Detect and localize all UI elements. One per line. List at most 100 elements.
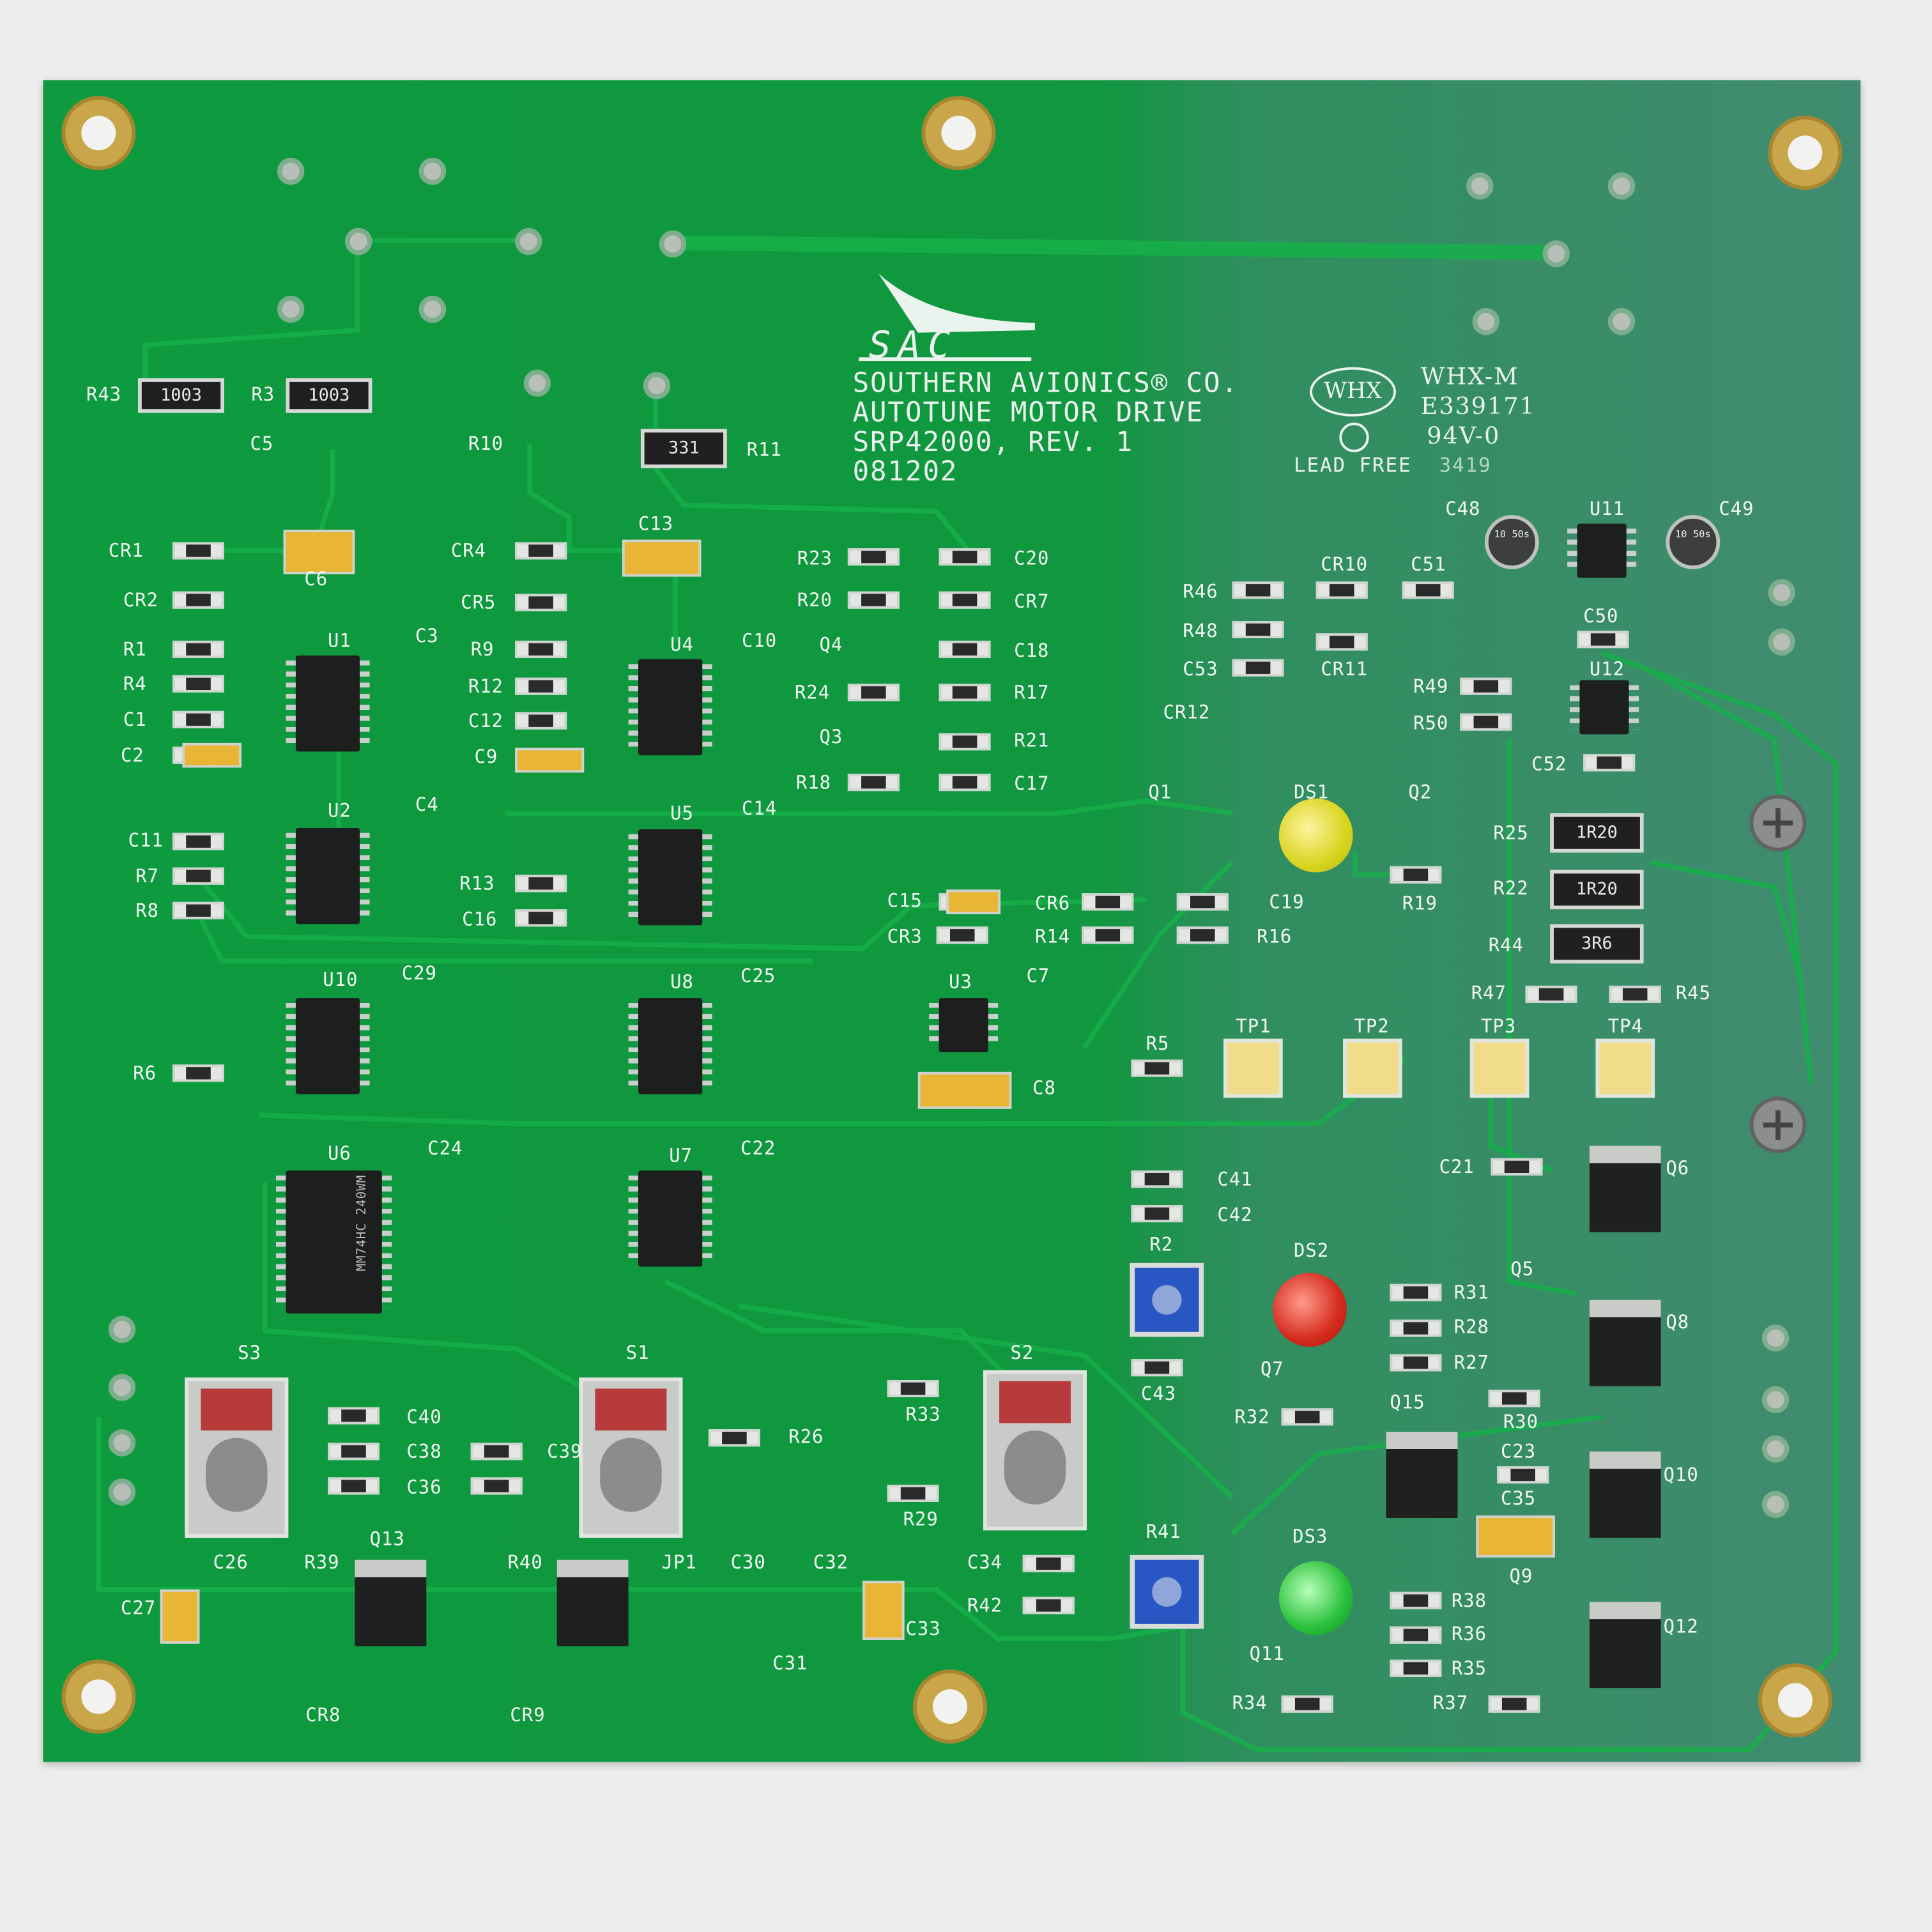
designator-c42: C42 xyxy=(1217,1204,1253,1226)
week-code: 3419 xyxy=(1439,453,1492,477)
smd-component xyxy=(1232,620,1284,638)
tantalum-capacitor xyxy=(515,747,585,773)
designator-q1: Q1 xyxy=(1148,781,1172,804)
smd-component xyxy=(327,1407,379,1425)
designator-r45: R45 xyxy=(1675,982,1712,1004)
mounting-hole xyxy=(913,1669,987,1744)
via-hole xyxy=(1607,308,1636,335)
designator-c16: C16 xyxy=(462,908,498,931)
ic-u4 xyxy=(628,659,712,756)
designator-c50: C50 xyxy=(1583,604,1619,627)
designator-ds1: DS1 xyxy=(1293,781,1330,804)
designator-r28: R28 xyxy=(1453,1315,1489,1338)
product-name: AUTOTUNE MOTOR DRIVE xyxy=(852,397,1204,429)
smd-component xyxy=(1577,631,1629,648)
designator-c32: C32 xyxy=(813,1551,849,1574)
designator-r17: R17 xyxy=(1014,681,1050,704)
smd-component xyxy=(172,710,224,728)
smd-component xyxy=(1232,581,1284,599)
test-point-pad xyxy=(1343,1038,1402,1098)
power-transistor xyxy=(1589,1300,1661,1386)
designator-cr1: CR1 xyxy=(108,539,144,562)
designator-c14: C14 xyxy=(741,797,778,820)
lead-free-text: LEAD FREE xyxy=(1293,453,1412,477)
designator-c6: C6 xyxy=(304,568,328,590)
smd-component xyxy=(515,712,567,730)
designator-r14: R14 xyxy=(1034,925,1071,948)
ic-u7 xyxy=(628,1170,712,1267)
designator-c10: C10 xyxy=(741,629,778,652)
via-hole xyxy=(1761,1491,1790,1518)
tantalum-capacitor xyxy=(862,1581,905,1640)
toggle-switch-s1[interactable] xyxy=(579,1377,683,1538)
tantalum-capacitor xyxy=(946,889,1000,914)
tantalum-capacitor xyxy=(182,742,241,768)
smd-component xyxy=(1131,1359,1183,1377)
smd-component xyxy=(172,640,224,658)
toggle-switch-s2[interactable] xyxy=(983,1370,1087,1531)
designator-c35: C35 xyxy=(1500,1487,1537,1510)
smd-component xyxy=(847,684,900,702)
power-transistor xyxy=(556,1560,629,1646)
designator-r7: R7 xyxy=(135,864,159,887)
designator-c24: C24 xyxy=(427,1137,463,1160)
designator-cr10: CR10 xyxy=(1321,553,1368,576)
designator-tp1: TP1 xyxy=(1236,1015,1271,1038)
designator-s3: S3 xyxy=(238,1342,261,1364)
via-hole xyxy=(1761,1435,1790,1463)
designator-c48: C48 xyxy=(1445,498,1481,520)
designator-c3: C3 xyxy=(415,624,439,647)
smd-component xyxy=(172,542,224,560)
designator-cr6: CR6 xyxy=(1034,892,1071,914)
designator-r47: R47 xyxy=(1471,982,1506,1004)
smd-component xyxy=(1281,1408,1333,1426)
tantalum-capacitor xyxy=(1476,1515,1555,1558)
designator-ds3: DS3 xyxy=(1292,1525,1328,1548)
designator-c52: C52 xyxy=(1531,753,1567,776)
smd-component xyxy=(1390,1319,1442,1337)
designator-r21: R21 xyxy=(1014,729,1050,752)
smd-component xyxy=(1390,1626,1442,1644)
designator-s2: S2 xyxy=(1010,1342,1034,1364)
ul-number: E339171 xyxy=(1420,393,1536,420)
smd-component xyxy=(1131,1059,1183,1077)
smd-component xyxy=(172,832,224,850)
designator-c7: C7 xyxy=(1026,965,1050,987)
smd-component xyxy=(708,1429,760,1447)
led-yellow xyxy=(1278,798,1353,873)
date-code: 081202 xyxy=(852,457,958,488)
designator-u5: U5 xyxy=(670,802,694,825)
mounting-hole xyxy=(61,1659,136,1734)
designator-c21: C21 xyxy=(1439,1155,1475,1178)
designator-r50: R50 xyxy=(1413,712,1449,735)
designator-c22: C22 xyxy=(740,1137,776,1160)
designator-c25: C25 xyxy=(740,965,776,987)
designator-s1: S1 xyxy=(625,1342,650,1364)
smd-component xyxy=(515,909,567,927)
designator-cr8: CR8 xyxy=(305,1704,341,1726)
resistor-r43: 1003 xyxy=(137,378,224,413)
potentiometer-r41 xyxy=(1130,1554,1204,1629)
designator-r9: R9 xyxy=(470,638,494,661)
designator-c36: C36 xyxy=(406,1476,442,1499)
designator-r20: R20 xyxy=(797,588,832,611)
ic-u2 xyxy=(286,827,370,924)
via-hole xyxy=(1607,172,1636,200)
designator-c12: C12 xyxy=(468,709,504,732)
tantalum-capacitor xyxy=(160,1589,200,1644)
power-transistor xyxy=(355,1560,427,1646)
designator-c30: C30 xyxy=(730,1551,766,1574)
designator-r16: R16 xyxy=(1257,925,1292,948)
via-hole xyxy=(108,1478,136,1506)
smd-component xyxy=(1402,581,1454,599)
toggle-switch-s3[interactable] xyxy=(185,1377,289,1538)
ic-u6-marking: MM74HC 240WM xyxy=(355,1174,369,1271)
via-hole xyxy=(1761,1324,1790,1352)
designator-q4: Q4 xyxy=(819,633,843,656)
via-hole xyxy=(1466,172,1494,200)
designator-c43: C43 xyxy=(1140,1382,1177,1405)
test-point-pad xyxy=(1223,1038,1283,1098)
designator-cr9: CR9 xyxy=(510,1704,546,1726)
smd-component xyxy=(1525,985,1577,1003)
designator-cr5: CR5 xyxy=(461,591,496,614)
